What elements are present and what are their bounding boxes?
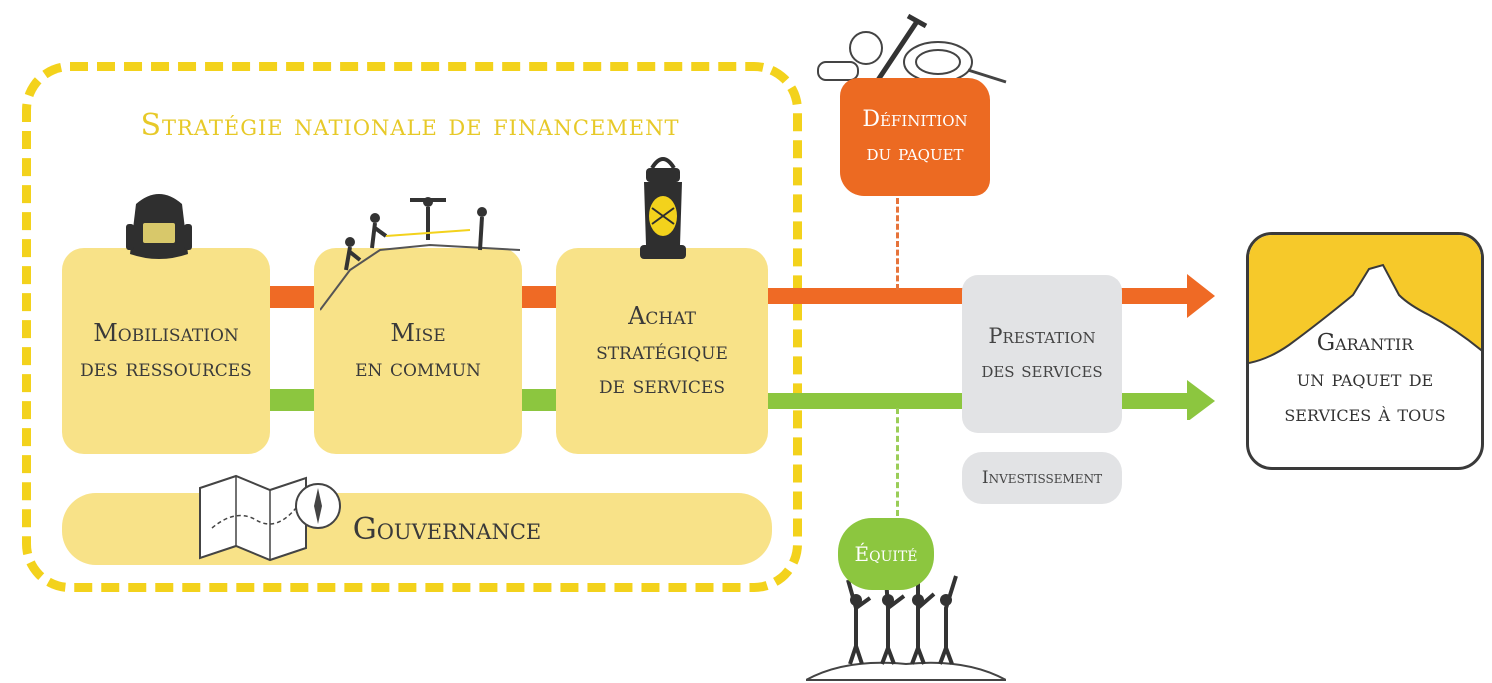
connector-orange-2 (520, 286, 558, 308)
map-compass-icon (199, 474, 341, 562)
prestation-des-services-box: Prestation des services (962, 275, 1122, 433)
box-mise-line1: Mise (390, 319, 446, 348)
goal-line1: Garantir (1316, 330, 1414, 356)
box-achat-line3: de services (599, 371, 725, 400)
box-mobilisation: Mobilisation des ressources (62, 248, 270, 454)
definition-line2: du paquet (866, 141, 964, 166)
strategy-title: Stratégie nationale de financement (140, 108, 680, 143)
orange-arrow-head (1187, 274, 1215, 318)
definition-dashed-link (896, 198, 899, 290)
box-mobilisation-line2: des ressources (80, 354, 252, 382)
investissement-box: Investissement (962, 452, 1122, 504)
box-mise-line2: en commun (355, 354, 481, 382)
box-achat-strategique: Achat stratégique de services (556, 248, 768, 454)
equite-badge: Équité (838, 518, 934, 590)
green-arrow-head (1187, 380, 1215, 420)
prestation-line1: Prestation (988, 324, 1096, 349)
goal-box (1246, 232, 1484, 470)
tools-icon (817, 13, 1007, 84)
equite-dashed-link (896, 408, 899, 516)
definition-du-paquet-box: Définition du paquet (840, 78, 990, 196)
strategy-frame (22, 62, 802, 592)
goal-text: Garantir un paquet de services à tous (1252, 326, 1478, 433)
box-achat-line2: stratégique (596, 336, 728, 365)
goal-line3: services à tous (1284, 401, 1446, 428)
prestation-line2: des services (981, 358, 1103, 382)
mountain-icon (1249, 235, 1481, 364)
backpack-icon (126, 194, 192, 259)
box-mobilisation-line1: Mobilisation (93, 319, 239, 348)
box-achat-line1: Achat (628, 301, 696, 330)
team-icon (806, 575, 1006, 681)
governance-label: Gouvernance (352, 511, 542, 547)
governance-bar: Gouvernance (62, 493, 772, 565)
lantern-icon (640, 157, 686, 259)
climbers-icon (320, 197, 520, 311)
goal-line2: un paquet de (1296, 365, 1434, 392)
connector-green-2 (520, 389, 558, 411)
box-mise-en-commun: Mise en commun (314, 248, 522, 454)
definition-line1: Définition (862, 106, 968, 132)
connector-green-1 (268, 389, 316, 411)
connector-orange-1 (268, 286, 316, 308)
